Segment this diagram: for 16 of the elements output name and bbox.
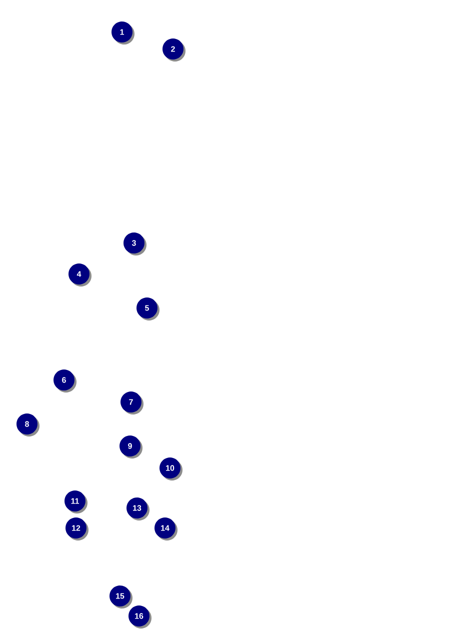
callout-number: 3 [124,232,146,256]
callout-number: 15 [110,586,132,608]
callout-number: 5 [136,298,160,320]
callout-number: 2 [162,38,186,62]
callout-number: 16 [128,606,152,628]
callout-number: 8 [16,414,40,436]
callout-number: 14 [154,518,178,540]
callout-number: 10 [160,458,182,480]
callout-number: 9 [120,436,142,458]
callout-number: 11 [64,490,88,514]
callout-number: 13 [126,498,150,520]
callout-number: 6 [54,370,76,392]
callout-number: 1 [112,22,134,44]
callout-number: 4 [68,264,92,286]
callout-number: 12 [66,518,88,540]
callout-number: 7 [120,392,144,414]
